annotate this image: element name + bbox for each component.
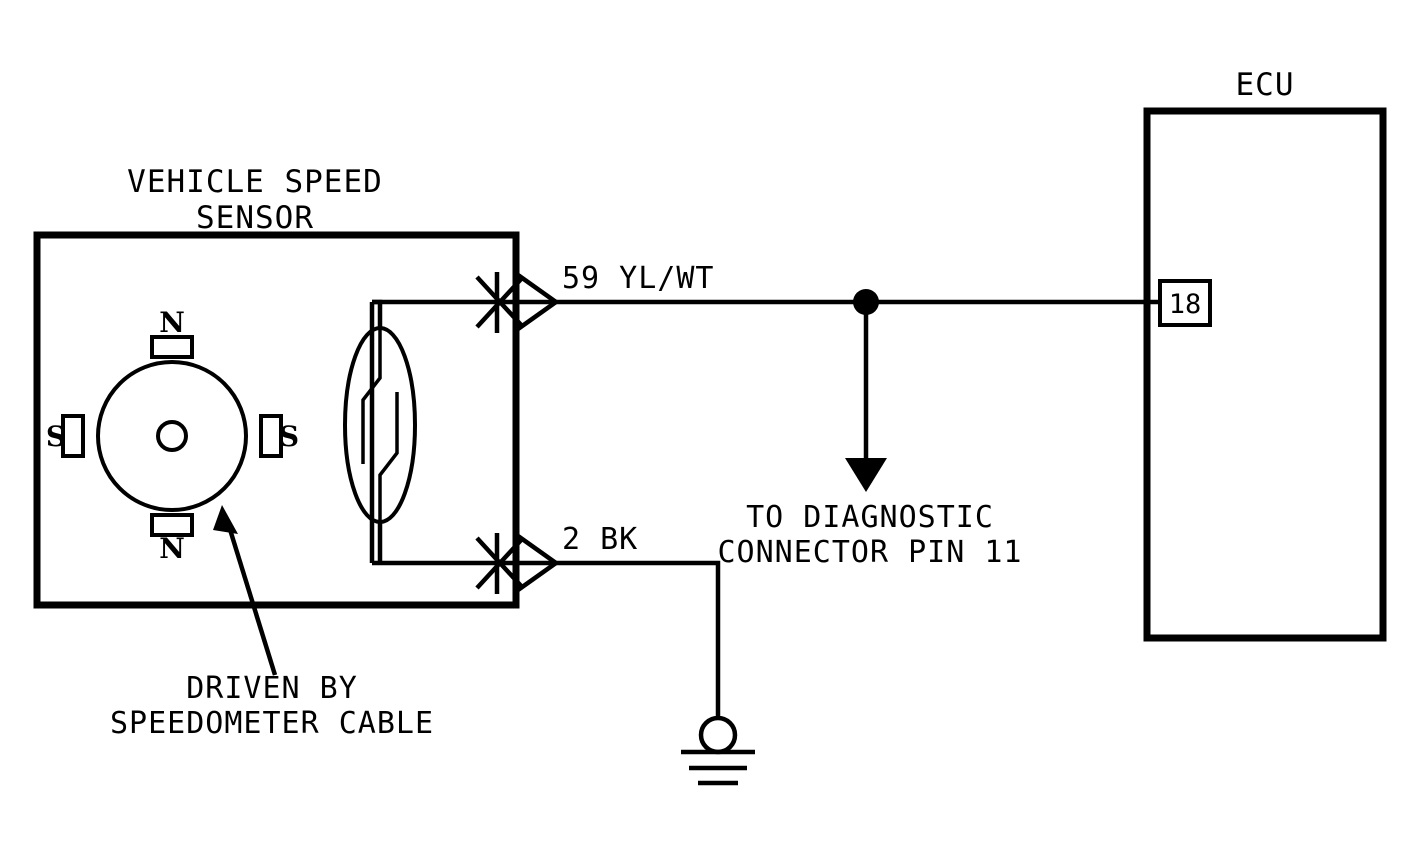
diagnostic-note-line1: TO DIAGNOSTIC xyxy=(746,500,994,535)
diagnostic-note-line2: CONNECTOR PIN 11 xyxy=(718,535,1023,570)
sensor-enclosure-box xyxy=(33,231,520,609)
ecu-pin-box xyxy=(1158,279,1212,327)
connector-symbol-wire-2 xyxy=(475,533,560,594)
diagnostic-branch-arrowhead xyxy=(845,458,887,492)
magnet-block-bottom xyxy=(150,513,194,537)
pole-label-bottom: N xyxy=(159,532,185,565)
wire-59-label: 59 YL/WT xyxy=(562,261,715,296)
magnet-block-top xyxy=(150,335,194,359)
magnet-block-left xyxy=(61,414,85,458)
rotor-shaft-hole xyxy=(156,420,188,452)
wire-2-run xyxy=(516,560,721,720)
ecu-pin-number: 18 xyxy=(1169,289,1202,320)
leader-line-rotor xyxy=(225,522,278,676)
ecu-label: ECU xyxy=(1236,67,1295,103)
sensor-note-line1: DRIVEN BY xyxy=(186,671,358,706)
pole-label-left: S xyxy=(46,420,66,453)
sensor-title-line2: SENSOR xyxy=(196,200,314,236)
sensor-title-line1: VEHICLE SPEED xyxy=(127,164,383,200)
pole-label-right: S xyxy=(279,420,299,453)
leader-arrowhead-rotor xyxy=(213,505,238,534)
ecu-box xyxy=(1143,107,1387,642)
reed-blade-lower xyxy=(378,392,399,521)
rotor-outer-circle xyxy=(96,360,248,512)
sensor-note-line2: SPEEDOMETER CABLE xyxy=(110,706,434,741)
wire-2-label: 2 BK xyxy=(562,522,638,557)
pole-label-top: N xyxy=(159,306,185,339)
magnet-block-right xyxy=(259,414,283,458)
ground-symbol xyxy=(681,715,755,786)
